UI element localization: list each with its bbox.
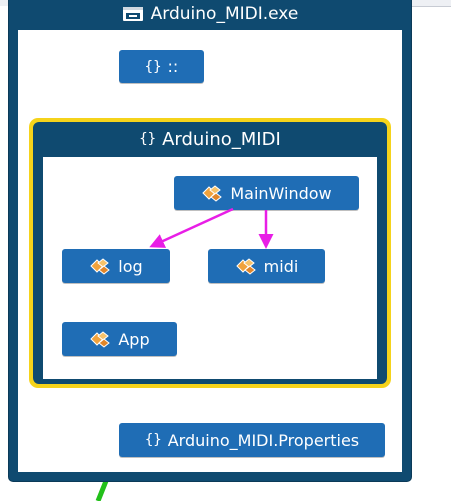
assembly-title-bar[interactable]: Arduino_MIDI.exe bbox=[9, 0, 411, 28]
namespace-group-title[interactable]: {} Arduino_MIDI bbox=[33, 122, 387, 156]
namespace-properties-node[interactable]: {} Arduino_MIDI.Properties bbox=[119, 423, 385, 457]
class-icon bbox=[90, 258, 111, 275]
window-top-rule bbox=[380, 6, 451, 7]
class-icon bbox=[90, 331, 111, 348]
class-node-midi[interactable]: midi bbox=[208, 249, 325, 283]
assembly-title: Arduino_MIDI.exe bbox=[150, 4, 299, 24]
class-label-midi: midi bbox=[263, 256, 299, 276]
class-label-log: log bbox=[118, 256, 143, 276]
namespace-icon: {} bbox=[139, 131, 157, 147]
class-label-mainwindow: MainWindow bbox=[230, 183, 332, 203]
class-node-log[interactable]: log bbox=[62, 249, 170, 283]
class-node-app[interactable]: App bbox=[62, 322, 177, 356]
namespace-icon: {} bbox=[144, 432, 162, 448]
class-icon bbox=[202, 185, 223, 202]
namespace-properties-label: Arduino_MIDI.Properties bbox=[167, 430, 360, 450]
executable-icon bbox=[122, 7, 143, 21]
namespace-root-node[interactable]: {} :: bbox=[119, 50, 204, 83]
class-node-mainwindow[interactable]: MainWindow bbox=[174, 176, 359, 210]
class-label-app: App bbox=[118, 329, 150, 349]
namespace-icon: {} bbox=[144, 58, 162, 75]
namespace-group-label: Arduino_MIDI bbox=[162, 128, 281, 150]
class-icon bbox=[235, 258, 256, 275]
namespace-root-label: :: bbox=[167, 57, 179, 76]
